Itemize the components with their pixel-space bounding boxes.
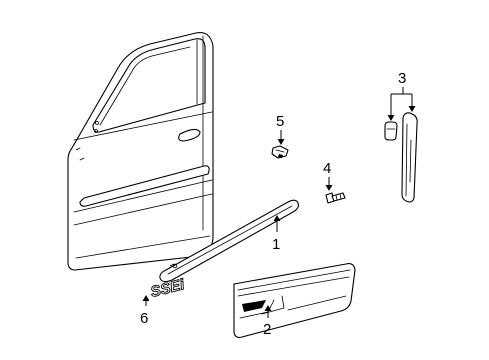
callout-2-label: 2 [263, 321, 271, 338]
callout-3: 3 [387, 70, 416, 121]
callout-4: 4 [323, 160, 333, 191]
part-3-end-cap-and-clip [384, 112, 418, 203]
callout-3-label: 3 [398, 70, 406, 87]
front-door [67, 31, 214, 271]
callout-6-label: 6 [140, 310, 148, 327]
callout-5: 5 [276, 113, 285, 145]
callout-5-label: 5 [276, 113, 284, 130]
callout-1-label: 1 [272, 236, 280, 253]
part-6-emblem: SSEi [148, 275, 187, 301]
callout-1: 1 [272, 215, 281, 253]
emblem-lettering: SSEi [149, 276, 187, 301]
callout-6: 6 [140, 295, 150, 327]
part-2-rocker-molding [233, 263, 356, 338]
part-5-clip [271, 145, 289, 159]
callout-2: 2 [263, 305, 272, 338]
part-1-side-molding [159, 199, 299, 283]
callout-4-label: 4 [323, 160, 331, 177]
part-4-push-retainer [325, 192, 346, 204]
